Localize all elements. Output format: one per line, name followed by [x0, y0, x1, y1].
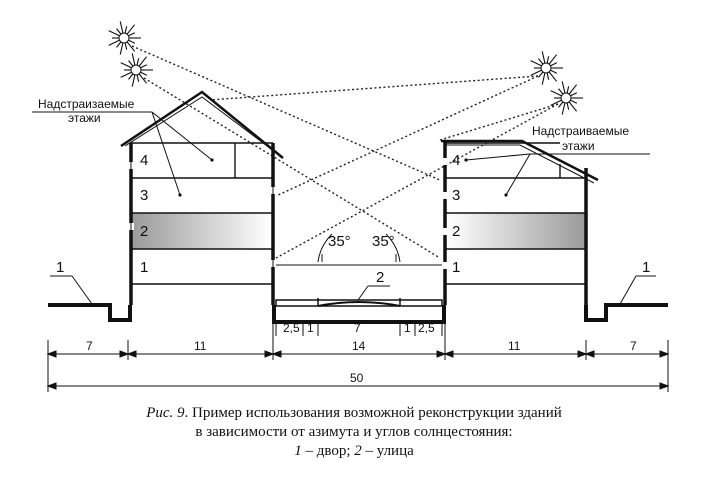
dim-left-building: 11	[194, 339, 207, 353]
left-label-leaders	[32, 111, 213, 196]
ground-line-court	[272, 305, 446, 324]
court-dim-4: 1	[404, 321, 411, 335]
right-floor-3: 3	[452, 187, 460, 204]
legend-text-2: – улица	[361, 443, 414, 459]
legend-num-2: 2	[354, 443, 362, 459]
dim-right-building: 11	[508, 339, 521, 353]
left-floor-2: 2	[140, 223, 148, 240]
right-floor-4: 4	[452, 152, 460, 169]
right-building	[441, 139, 599, 305]
left-addon-label-line2: этажи	[68, 111, 101, 125]
street-section	[275, 298, 443, 307]
dim-total: 50	[350, 371, 364, 385]
caption-line-2: в зависимости от азимута и углов солнцес…	[195, 424, 513, 440]
caption-line-1: Рис. 9. Пример использования возможной р…	[0, 404, 708, 423]
right-floor-2: 2	[452, 223, 460, 240]
sun-rays	[131, 45, 559, 259]
dim-left-street: 7	[86, 339, 93, 353]
angle-right: 35°	[372, 233, 395, 250]
legend-text-1: – двор;	[301, 443, 355, 459]
court-dim-1: 2,5	[283, 321, 300, 335]
dim-court: 14	[352, 339, 366, 353]
sun-icon	[108, 21, 141, 55]
left-floor-1: 1	[140, 259, 148, 276]
angle-markers	[276, 233, 442, 266]
caption-legend: 1 – двор; 2 – улица	[0, 442, 708, 461]
left-floor-3: 3	[140, 187, 148, 204]
marker-1-left: 1	[56, 259, 64, 276]
marker-1-right: 1	[642, 259, 650, 276]
ground-line	[48, 303, 132, 322]
marker-1-right-leader	[619, 275, 656, 305]
dim-right-street: 7	[630, 339, 637, 353]
dimension-line-total	[46, 382, 670, 390]
right-addon-label-line2: этажи	[562, 139, 595, 153]
dimension-line-main	[46, 322, 670, 392]
caption-title: . Пример использования возможной реконст…	[184, 405, 562, 421]
ground-line-right	[584, 303, 668, 322]
court-dim-3: 7	[354, 321, 361, 335]
court-dimension-ticks	[275, 322, 443, 336]
left-building	[120, 90, 284, 305]
court-dim-5: 2,5	[418, 321, 435, 335]
marker-2-leader	[357, 285, 390, 301]
left-floor-4: 4	[140, 152, 148, 169]
sun-icon	[120, 53, 153, 87]
marker-2: 2	[376, 269, 384, 286]
marker-1-left-leader	[50, 275, 93, 305]
right-floor-1: 1	[452, 259, 460, 276]
angle-left: 35°	[328, 233, 351, 250]
left-addon-label-line1: Надстраизаемые	[38, 97, 135, 111]
caption-fig-label: Рис. 9	[146, 405, 185, 421]
figure-caption: Рис. 9. Пример использования возможной р…	[0, 404, 708, 461]
sun-icon	[530, 51, 563, 85]
court-dim-2: 1	[307, 321, 314, 335]
right-label-leaders	[465, 153, 650, 196]
sun-icon	[550, 81, 583, 115]
right-addon-label-line1: Надстраиваемые	[532, 124, 629, 138]
legend-num-1: 1	[294, 443, 302, 459]
